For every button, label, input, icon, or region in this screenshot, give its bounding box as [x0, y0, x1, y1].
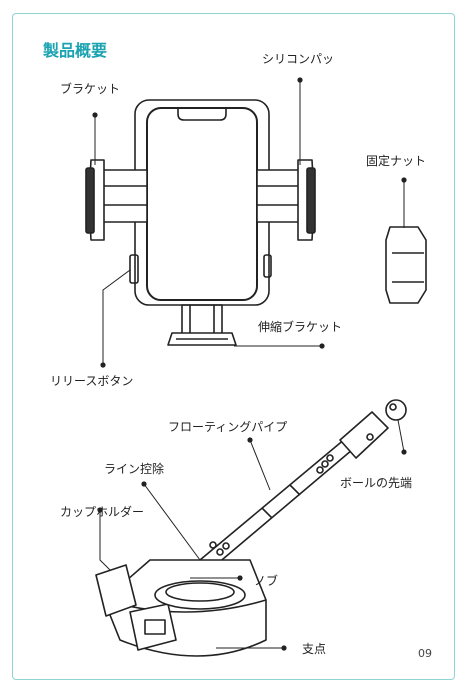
label-line-control: ライン控除 — [104, 462, 165, 476]
fixing-nut-drawing — [385, 226, 427, 304]
label-ball-end: ボールの先端 — [340, 476, 413, 490]
label-telescopic-bracket: 伸縮ブラケット — [258, 320, 343, 334]
label-fixing-nut: 固定ナット — [366, 154, 427, 168]
phone-holder-drawing — [85, 99, 316, 346]
leader-dots — [92, 77, 407, 651]
section-title: 製品概要 — [43, 41, 108, 60]
label-floating-pipe: フローティングパイプ — [168, 420, 288, 434]
label-silicone-pad: シリコンパッ — [262, 52, 335, 66]
label-bracket: ブラケット — [60, 82, 121, 96]
label-release-button: リリースボタン — [50, 374, 134, 388]
label-fulcrum: 支点 — [302, 642, 327, 656]
page-frame — [12, 13, 455, 680]
label-cup-holder: カップホルダー — [60, 505, 145, 519]
page-number: 09 — [418, 647, 432, 660]
leader-lines — [94, 80, 405, 649]
cup-holder-drawing — [95, 399, 407, 657]
label-knob: ノブ — [254, 574, 279, 588]
